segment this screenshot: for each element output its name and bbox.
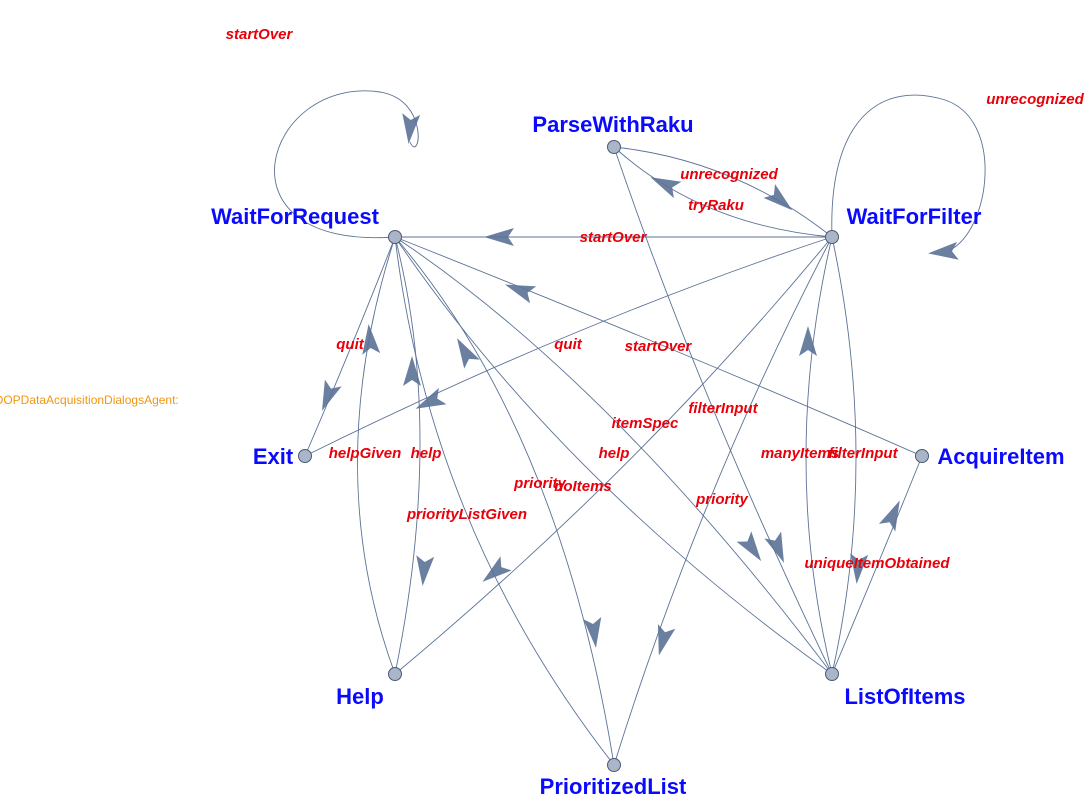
edge-WaitForRequest-to-WaitForRequest — [274, 90, 419, 239]
arrowhead-WaitForRequest-to-ListOfItems — [736, 531, 762, 562]
node-label-wait-for-request: WaitForRequest — [211, 204, 380, 229]
edge-PrioritizedList-to-WaitForRequest — [394, 236, 615, 766]
edge-label-PrioritizedList-to-WaitForRequest: priorityListGiven — [406, 506, 527, 523]
node-label-list-of-items: ListOfItems — [844, 684, 965, 709]
arrowhead-WaitForFilter-to-PrioritizedList — [657, 624, 676, 656]
node-list-of-items[interactable] — [825, 667, 839, 681]
edge-label-ListOfItems-to-WaitForRequest: noItems — [554, 478, 612, 495]
edge-WaitForRequest-to-Help — [394, 236, 421, 675]
arrowhead-WaitForFilter-to-Help — [482, 556, 512, 582]
edge-label-WaitForRequest-to-ListOfItems: itemSpec — [612, 415, 679, 432]
arrowhead-WaitForFilter-to-ParseWithRaku — [650, 177, 682, 199]
edge-ListOfItems-to-AcquireItem — [831, 455, 923, 675]
node-label-acquire-item: AcquireItem — [937, 444, 1064, 469]
node-label-prioritized-list: PrioritizedList — [540, 774, 687, 799]
arrowhead-AcquireItem-to-WaitForRequest — [504, 284, 537, 304]
node-help[interactable] — [388, 667, 402, 681]
arrowhead-Help-to-WaitForRequest — [362, 324, 381, 355]
node-label-exit: Exit — [253, 444, 294, 469]
edge-label-WaitForFilter-to-WaitForRequest: startOver — [580, 229, 648, 246]
node-parse-with-raku[interactable] — [607, 140, 621, 154]
edge-label-AcquireItem-to-WaitForRequest: startOver — [625, 338, 693, 355]
arrowhead-ParseWithRaku-to-ListOfItems — [764, 531, 784, 563]
arrowhead-WaitForRequest-to-WaitForRequest — [402, 113, 421, 144]
edge-ListOfItems-to-WaitForRequest — [394, 236, 833, 675]
arrowhead-WaitForFilter-to-WaitForFilter — [928, 241, 959, 260]
edge-label-WaitForRequest-to-PrioritizedList: priority — [513, 475, 566, 492]
arrowhead-WaitForRequest-to-PrioritizedList — [583, 617, 602, 648]
node-exit[interactable] — [298, 449, 312, 463]
edge-label-WaitForFilter-to-PrioritizedList: priority — [695, 491, 748, 508]
edge-label-WaitForRequest-to-WaitForRequest: startOver — [226, 26, 294, 43]
edge-label-WaitForFilter-to-Exit: quit — [554, 336, 582, 353]
arrowhead-WaitForRequest-to-Help — [416, 555, 435, 586]
arrowhead-PrioritizedList-to-WaitForRequest — [403, 356, 421, 386]
edge-WaitForFilter-to-ListOfItems — [831, 236, 857, 675]
node-label-parse-with-raku: ParseWithRaku — [532, 112, 693, 137]
edge-ListOfItems-to-WaitForFilter — [805, 236, 833, 675]
node-label-help: Help — [336, 684, 384, 709]
edge-label-ListOfItems-to-WaitForFilter: manyItems — [761, 445, 839, 462]
edge-WaitForFilter-to-ParseWithRaku — [613, 146, 833, 238]
arrowhead-ListOfItems-to-WaitForRequest — [457, 338, 480, 369]
edge-label-WaitForFilter-to-ListOfItems: filterInput — [828, 445, 898, 462]
edge-label-WaitForFilter-to-Help: help — [599, 445, 630, 462]
edge-label-ParseWithRaku-to-WaitForFilter: unrecognized — [680, 166, 778, 183]
edge-Help-to-WaitForRequest — [357, 236, 396, 675]
edge-AcquireItem-to-WaitForRequest — [394, 236, 923, 457]
edge-label-WaitForFilter-to-ParseWithRaku: tryRaku — [688, 197, 744, 214]
edge-label-ParseWithRaku-to-ListOfItems: filterInput — [688, 400, 758, 417]
edge-label-ListOfItems-to-AcquireItem: uniqueItemObtained — [804, 555, 950, 572]
arrowhead-WaitForFilter-to-Exit — [415, 387, 447, 409]
arrowhead-ListOfItems-to-WaitForFilter — [799, 326, 817, 356]
edge-WaitForRequest-to-PrioritizedList — [394, 236, 615, 766]
edge-WaitForFilter-to-Exit — [304, 236, 833, 457]
arrowhead-WaitForFilter-to-WaitForRequest — [484, 228, 514, 246]
edge-WaitForFilter-to-PrioritizedList — [613, 236, 833, 766]
arrowhead-ListOfItems-to-AcquireItem — [878, 500, 900, 532]
node-wait-for-filter[interactable] — [825, 230, 839, 244]
node-label-wait-for-filter: WaitForFilter — [847, 204, 982, 229]
edge-label-WaitForFilter-to-WaitForFilter: unrecognized — [986, 91, 1084, 108]
node-prioritized-list[interactable] — [607, 758, 621, 772]
node-wait-for-request[interactable] — [388, 230, 402, 244]
arrowhead-WaitForRequest-to-Exit — [322, 379, 342, 411]
edge-ParseWithRaku-to-WaitForFilter — [613, 146, 833, 238]
edge-label-Help-to-WaitForRequest: helpGiven — [329, 445, 402, 462]
arrowhead-WaitForFilter-to-ListOfItems — [850, 553, 869, 584]
node-acquire-item[interactable] — [915, 449, 929, 463]
agent-name-label: OOPDataAcquisitionDialogsAgent: — [0, 393, 179, 407]
edge-WaitForFilter-to-Help — [394, 236, 833, 675]
edge-WaitForFilter-to-WaitForFilter — [831, 94, 986, 251]
edge-WaitForRequest-to-Exit — [304, 236, 396, 457]
edge-WaitForRequest-to-ListOfItems — [394, 236, 833, 675]
arrowhead-ParseWithRaku-to-WaitForFilter — [763, 184, 793, 211]
edge-label-WaitForRequest-to-Help: help — [411, 445, 442, 462]
edge-ParseWithRaku-to-ListOfItems — [613, 146, 833, 675]
edge-label-WaitForRequest-to-Exit: quit — [336, 336, 364, 353]
